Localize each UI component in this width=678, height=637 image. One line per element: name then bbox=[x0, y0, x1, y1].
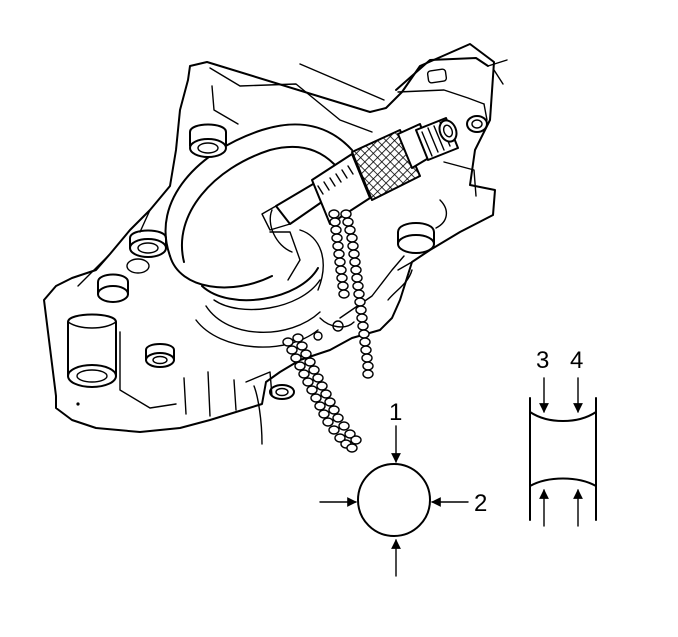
boss-5-icon bbox=[397, 222, 435, 254]
boss-2-icon bbox=[126, 229, 167, 274]
boss-1-icon bbox=[189, 123, 227, 158]
outside-micrometer-icon bbox=[261, 117, 459, 453]
engine-block-bore-icon bbox=[43, 43, 508, 445]
boss-4-icon bbox=[145, 343, 175, 368]
callout-2: 2 bbox=[474, 490, 487, 517]
callout-4: 4 bbox=[570, 347, 583, 374]
bore-profile-icon bbox=[529, 377, 597, 527]
bore-circle bbox=[357, 463, 431, 537]
bolt-hole-icon bbox=[269, 115, 488, 400]
boss-3-icon bbox=[97, 273, 129, 303]
callout-1: 1 bbox=[389, 399, 402, 426]
callout-3: 3 bbox=[536, 347, 549, 374]
bore-cross-section-icon bbox=[319, 425, 469, 577]
